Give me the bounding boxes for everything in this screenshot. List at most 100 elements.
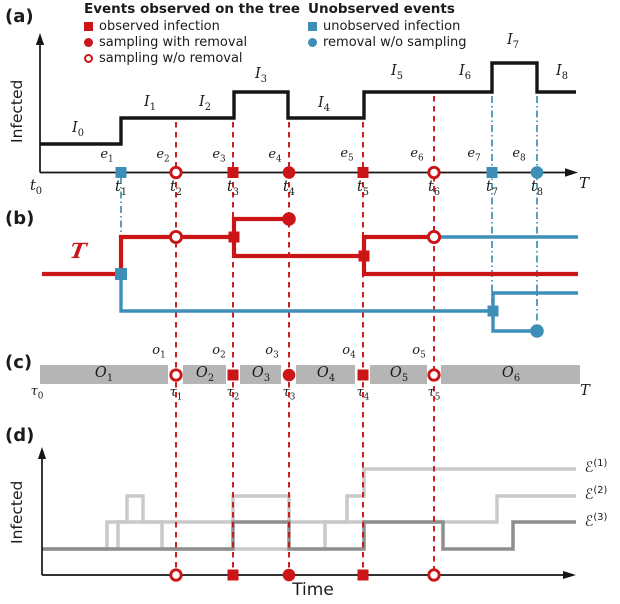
series-label-E2: ℰ(2) — [584, 485, 608, 503]
tree-node-t7-unobserved-infection — [487, 305, 499, 317]
panel-c-tag: (c) — [5, 352, 33, 373]
tau-label-0: τ0 — [30, 384, 44, 402]
segment-label-O5: O5 — [389, 365, 409, 384]
bar-O5 — [370, 365, 427, 384]
tree-node-t3-observed-infection — [228, 231, 240, 243]
segment-label-O4: O4 — [316, 365, 336, 384]
obs-label-o2: o2 — [212, 343, 226, 361]
marker-d-t3-observed-infection — [227, 569, 239, 581]
obs-label-o3: o3 — [265, 343, 279, 361]
marker-o1-sampling-no-removal — [169, 368, 183, 382]
panel-a-x-arrow — [565, 168, 578, 177]
tau-label-3: τ3 — [282, 385, 296, 403]
event-label-e1: e1 — [100, 147, 114, 165]
time-label-t3: t3 — [226, 179, 240, 198]
bar-O4 — [296, 365, 355, 384]
time-label-t6: t6 — [427, 179, 441, 198]
panel-d-x-arrow — [563, 571, 576, 579]
tau-label-1: τ1 — [169, 385, 183, 403]
marker-o2-observed-infection — [227, 369, 239, 381]
tree-observed-branches — [42, 216, 578, 277]
legend-item-label: sampling w/o removal — [99, 50, 243, 66]
event-label-e6: e6 — [410, 146, 424, 164]
bar-O1 — [40, 365, 168, 384]
trajectories — [42, 467, 576, 551]
red-open-circle-icon — [84, 53, 93, 63]
infected-step-curve — [40, 61, 576, 146]
blue-filled-circle-icon — [308, 37, 317, 47]
trajectory-E1 — [42, 467, 576, 551]
panel-a-axes — [39, 42, 567, 174]
blue-branch-main — [119, 274, 493, 313]
red-branch-1 — [118, 234, 234, 274]
segment-label-O3: O3 — [251, 365, 271, 384]
legend-observed-title: Events observed on the tree — [84, 1, 301, 17]
time-label-t2: t2 — [169, 179, 183, 198]
marker-e8-removal-no-sampling — [530, 166, 544, 179]
bar-O2 — [183, 365, 226, 384]
panel-b-tag: (b) — [5, 208, 35, 229]
panel-a-ylabel: Infected — [8, 79, 26, 143]
segment-label-O1: O1 — [94, 365, 114, 384]
legend-item: removal w/o sampling — [308, 34, 467, 50]
segment-label-O2: O2 — [195, 365, 215, 384]
interval-label-I4: I4 — [318, 95, 330, 114]
interval-label-I6: I6 — [459, 63, 471, 82]
red-branch-t5-lower — [361, 256, 578, 277]
obs-label-o4: o4 — [342, 343, 356, 361]
legend-item-label: sampling with removal — [99, 34, 248, 50]
tree-tip-t4-sampling-with-removal — [282, 212, 296, 226]
tree-unobserved-branches — [119, 235, 578, 333]
event-label-e3: e3 — [212, 147, 226, 165]
red-filled-circle-icon — [84, 37, 93, 47]
legend-item: unobserved infection — [308, 18, 467, 34]
panel-d-xlabel: Time — [292, 580, 334, 600]
tree-tip-t8-removal-no-sampling — [530, 324, 544, 338]
tree-node-t1-unobserved-infection — [115, 268, 127, 280]
panel-a-y-arrow — [35, 33, 45, 45]
tau-label-2: τ2 — [226, 385, 240, 403]
marker-e3-observed-infection — [227, 167, 239, 178]
filled-circle-markers — [282, 166, 544, 582]
marker-d-t5-observed-infection — [357, 569, 369, 581]
panel-a-tag: (a) — [5, 6, 34, 27]
time-label-t8: t8 — [530, 179, 544, 198]
interval-label-I7: I7 — [507, 32, 519, 51]
segment-label-O6: O6 — [501, 365, 521, 384]
marker-e6-sampling-no-removal — [427, 165, 441, 180]
time-label-t1: t1 — [114, 179, 128, 198]
bar-O3 — [240, 365, 281, 384]
interval-label-I8: I8 — [556, 63, 568, 82]
marker-d-t6-sampling-no-removal — [427, 568, 441, 582]
event-label-e2: e2 — [156, 147, 170, 165]
red-square-icon — [84, 21, 93, 31]
trajectory-E3 — [42, 520, 576, 551]
time-label-t4: t4 — [282, 179, 296, 198]
bar-O6 — [441, 365, 580, 384]
interval-label-I3: I3 — [255, 66, 267, 85]
panel-d-y-arrow — [37, 447, 47, 459]
trajectory-E2 — [42, 494, 576, 551]
marker-d-t2-sampling-no-removal — [169, 568, 183, 582]
marker-e4-sampling-with-removal — [282, 166, 296, 179]
tree-node-t6-sampling-no-removal — [426, 229, 442, 245]
panel-d-ylabel: Infected — [8, 480, 26, 545]
legend-unobserved: Unobserved events unobserved infection r… — [308, 1, 467, 50]
tree-node-t2-sampling-no-removal — [168, 229, 184, 245]
legend-item: sampling with removal — [84, 34, 300, 50]
panel-a-axis-end-label: T — [578, 174, 590, 192]
interval-label-I1: I1 — [144, 94, 156, 113]
marker-e1-unobserved-infection — [115, 167, 127, 178]
time-label-t5: t5 — [356, 179, 370, 198]
square-markers — [115, 167, 499, 581]
legend-item: sampling w/o removal — [84, 50, 300, 66]
red-branch-t3-upper — [231, 216, 288, 237]
red-branch-t3-lower — [231, 237, 364, 259]
marker-o5-sampling-no-removal — [427, 368, 441, 382]
tree-node-t5-observed-infection — [358, 250, 370, 262]
marker-e5-observed-infection — [357, 167, 369, 178]
series-label-E3: ℰ(3) — [584, 512, 608, 530]
interval-label-I5: I5 — [391, 63, 403, 82]
event-label-e4: e4 — [268, 147, 282, 165]
